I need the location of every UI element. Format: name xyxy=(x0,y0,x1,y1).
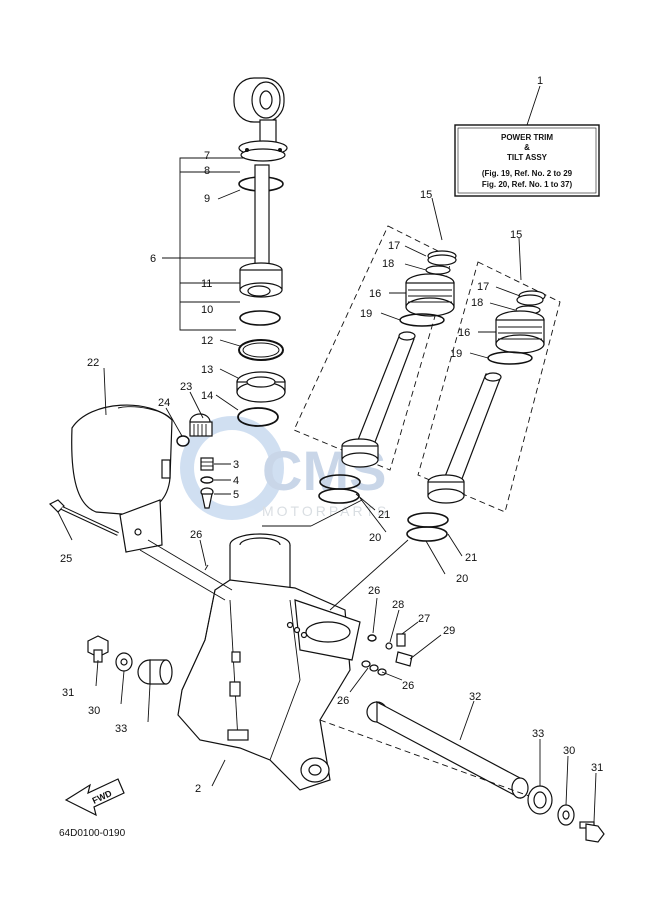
callout-25: 25 xyxy=(60,553,72,565)
cylinder-right xyxy=(427,290,546,504)
callout-30-left: 30 xyxy=(88,705,100,717)
callout-19-left: 19 xyxy=(360,308,372,320)
motor-housing xyxy=(71,404,173,553)
callout-26-top: 26 xyxy=(368,585,380,597)
left-hardware xyxy=(87,635,173,685)
assembly-ref-line2: Fig. 20, Ref. No. 1 to 37) xyxy=(482,180,573,189)
valves-3-4-5 xyxy=(200,457,214,509)
callout-8: 8 xyxy=(204,165,210,177)
callout-26-bottom: 26 xyxy=(337,695,349,707)
callout-bracket-left xyxy=(162,157,255,411)
callout-33-left: 33 xyxy=(115,723,127,735)
callout-18-right: 18 xyxy=(471,297,483,309)
cylinder-assy-outline-left xyxy=(293,225,453,471)
main-body-2 xyxy=(177,533,361,791)
callout-33-right: 33 xyxy=(532,728,544,740)
callout-20-right: 20 xyxy=(456,573,468,585)
callout-16-right: 16 xyxy=(458,327,470,339)
callout-28: 28 xyxy=(392,599,404,611)
callout-12: 12 xyxy=(201,335,213,347)
callout-22: 22 xyxy=(87,357,99,369)
callout-21-left: 21 xyxy=(378,509,390,521)
callout-11: 11 xyxy=(201,278,212,290)
right-hardware xyxy=(527,785,605,843)
callout-15-right: 15 xyxy=(510,229,522,241)
callout-18-left: 18 xyxy=(382,258,394,270)
watermark-sub: MOTORPARTS xyxy=(262,503,389,519)
assembly-ref-line1: (Fig. 19, Ref. No. 2 to 29 xyxy=(482,169,573,178)
callout-26-left: 26 xyxy=(190,529,202,541)
tilt-rod-assembly xyxy=(233,77,288,427)
callout-17-left: 17 xyxy=(388,240,400,252)
callout-15-left: 15 xyxy=(420,189,432,201)
callout-14: 14 xyxy=(201,390,213,402)
callout-1: 1 xyxy=(537,75,543,87)
callout-27: 27 xyxy=(418,613,430,625)
callout-21-right: 21 xyxy=(465,552,477,564)
callout-24: 24 xyxy=(158,397,170,409)
callout-13: 13 xyxy=(201,364,213,376)
fwd-arrow: FWD xyxy=(64,778,125,817)
callout-3: 3 xyxy=(233,459,239,471)
cylinder-assy-outline-right xyxy=(417,261,561,513)
callout-16-left: 16 xyxy=(369,288,381,300)
callout-2: 2 xyxy=(195,783,201,795)
callout-20-left: 20 xyxy=(369,532,381,544)
callout-4: 4 xyxy=(233,475,239,487)
shaft-lines xyxy=(139,539,233,601)
callout-labels: 7 8 9 6 11 10 12 13 14 22 23 24 3 4 5 25… xyxy=(60,150,603,795)
callout-30-right: 30 xyxy=(563,745,575,757)
assembly-title-line3: TILT ASSY xyxy=(507,153,548,162)
callout-26-right: 26 xyxy=(402,680,414,692)
callout-31-left: 31 xyxy=(62,687,74,699)
callout-19-right: 19 xyxy=(450,348,462,360)
callout-32: 32 xyxy=(469,691,481,703)
callout-23: 23 xyxy=(180,381,192,393)
callout-5: 5 xyxy=(233,489,239,501)
diagram-code: 64D0100-0190 xyxy=(59,828,126,839)
filter-23 xyxy=(176,413,213,447)
callout-6: 6 xyxy=(150,253,156,265)
callout-10: 10 xyxy=(201,304,213,316)
leader-lines xyxy=(57,197,597,823)
assembly-title-line2: & xyxy=(524,143,530,152)
callout-17-right: 17 xyxy=(477,281,489,293)
callout-29: 29 xyxy=(443,625,455,637)
shaft-32 xyxy=(319,701,541,801)
small-parts xyxy=(361,633,413,676)
callout-9: 9 xyxy=(204,193,210,205)
assembly-title-line1: POWER TRIM xyxy=(501,133,553,142)
callout-31-right: 31 xyxy=(591,762,603,774)
assembly-box: POWER TRIM & TILT ASSY (Fig. 19, Ref. No… xyxy=(454,75,600,197)
bolt-25 xyxy=(48,499,119,536)
callout-7: 7 xyxy=(204,150,210,162)
cylinder-left xyxy=(341,250,457,468)
